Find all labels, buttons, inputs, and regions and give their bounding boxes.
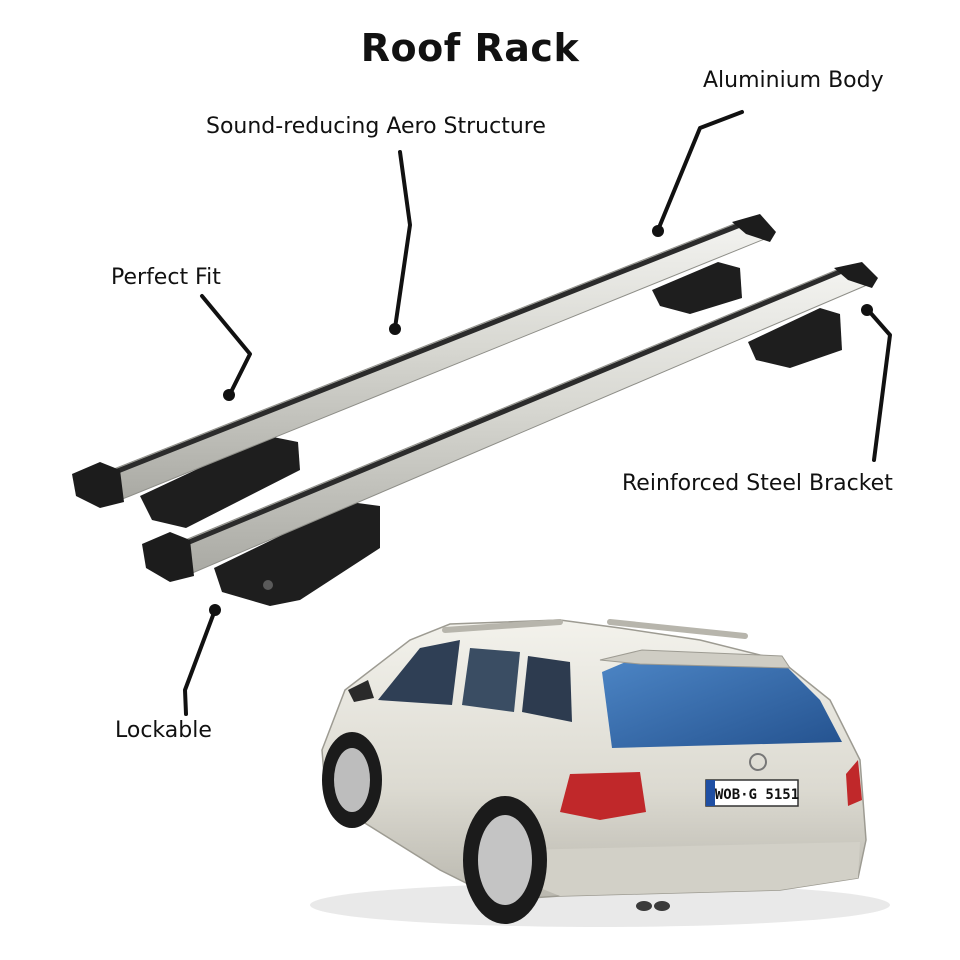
end-cap-front-right (834, 262, 878, 288)
bracket-rear-left (140, 436, 300, 528)
leader-aero-structure (393, 150, 412, 330)
callout-perfect-fit: Perfect Fit (111, 265, 221, 290)
callout-lockable: Lockable (115, 718, 212, 743)
leader-lines (183, 110, 892, 716)
license-plate-text: WOB·G 5151 (715, 787, 799, 803)
leader-steel-bracket (866, 308, 892, 462)
page-title: Roof Rack (360, 26, 580, 70)
car-illustration: WOB·G 5151 (310, 619, 890, 927)
leader-aluminium-body (656, 110, 744, 232)
callout-aero-structure: Sound-reducing Aero Structure (206, 114, 546, 139)
aero-groove-front (167, 268, 845, 553)
lock-icon (263, 580, 273, 590)
bracket-rear-right (652, 262, 742, 314)
callout-aluminium-body: Aluminium Body (703, 68, 884, 93)
aero-groove-rear (97, 222, 743, 481)
end-cap-front-left (142, 532, 194, 582)
bracket-front-left (214, 502, 380, 606)
front-crossbar (142, 262, 878, 606)
end-cap-rear-right (732, 214, 776, 242)
bracket-front-right (748, 308, 842, 368)
license-plate (705, 779, 799, 807)
rear-crossbar (72, 214, 776, 528)
end-cap-rear-left (72, 462, 124, 508)
callout-steel-bracket: Reinforced Steel Bracket (622, 471, 893, 496)
leader-perfect-fit (200, 294, 252, 396)
leader-dots (209, 225, 873, 616)
leader-lockable (183, 608, 217, 716)
brand-logo-icon (749, 753, 767, 771)
